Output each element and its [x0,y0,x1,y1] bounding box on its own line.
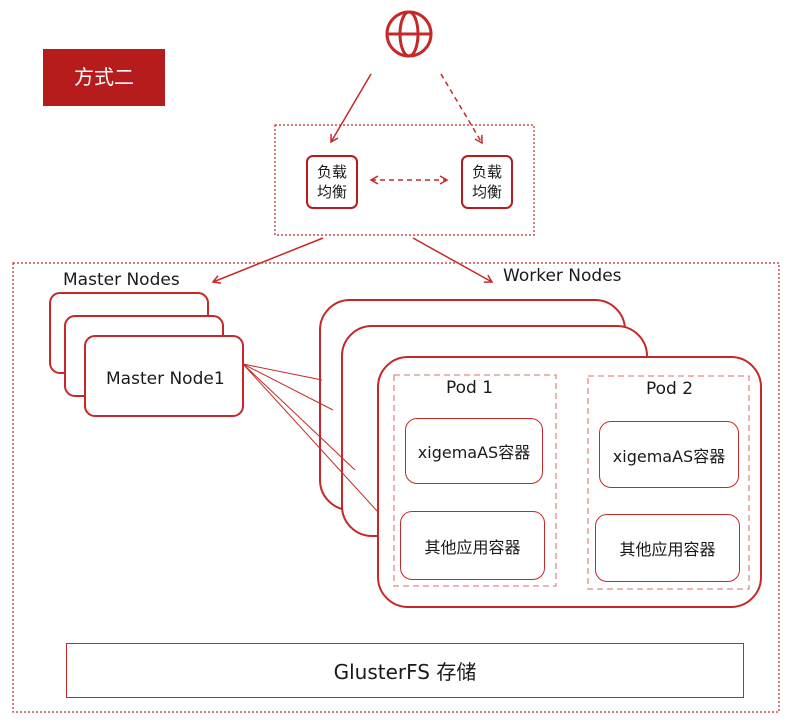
pod-1-label: Pod 1 [446,378,494,398]
master-nodes-label: Master Nodes [63,270,180,290]
lb-label-line2: 均衡 [471,183,502,201]
glusterfs-storage: GlusterFS 存储 [66,643,744,698]
lb-label-line1: 负载 [471,163,502,181]
master-node1-label: Master Node1 [106,369,225,389]
cluster-frame [12,262,780,713]
internet-to-lb1-arrow [330,73,372,144]
pod-1-xigema-container: xigemaAS容器 [405,418,543,484]
pod-2-label: Pod 2 [646,379,694,399]
globe-icon [385,10,433,58]
pod-1-frame [393,374,557,587]
master-node-card-1 [84,335,244,417]
load-balancer-2: 负载 均衡 [461,155,513,209]
internet-to-lb2-arrow [440,73,483,145]
pod-2-xigema-container: xigemaAS容器 [599,421,739,488]
load-balancer-1: 负载 均衡 [306,155,358,209]
lb-label-line1: 负载 [316,163,347,181]
lb-to-worker-arrow [412,237,494,283]
pod-2-frame [587,375,750,590]
load-balancer-group [274,124,535,236]
lb-label-line2: 均衡 [316,183,347,201]
pod-2-other-container: 其他应用容器 [595,514,740,582]
pod-1-other-container: 其他应用容器 [400,511,545,580]
worker-nodes-label: Worker Nodes [503,266,622,286]
master-worker-links [242,363,379,513]
method-badge: 方式二 [43,49,165,106]
lb-to-master-arrow [211,237,324,284]
